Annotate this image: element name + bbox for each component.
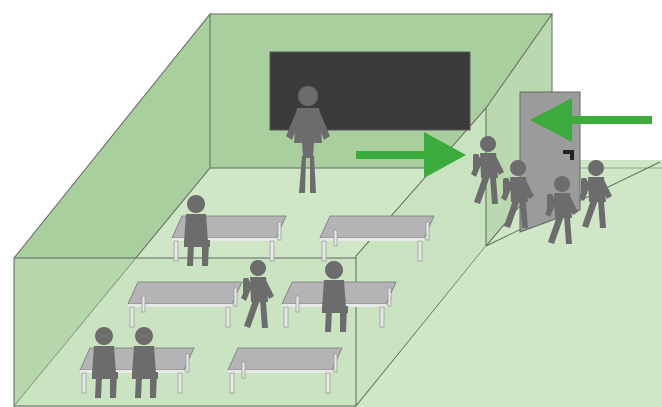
front-wall <box>14 258 356 406</box>
